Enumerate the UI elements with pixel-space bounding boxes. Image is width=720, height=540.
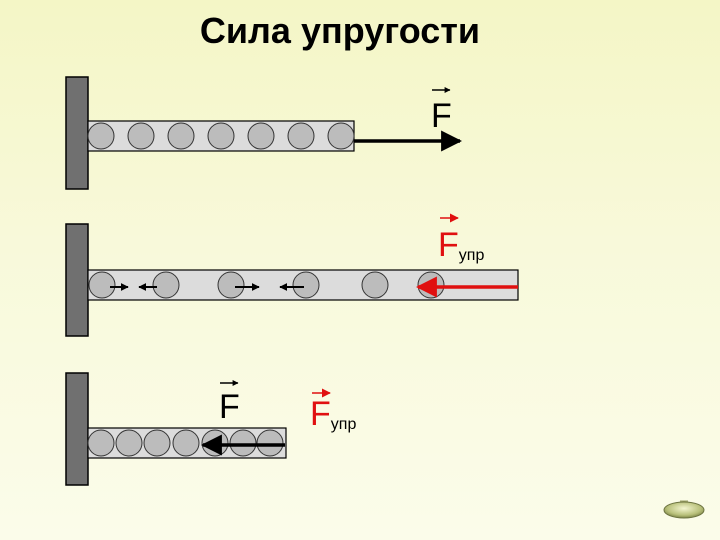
oval-nav-button[interactable] <box>662 498 706 520</box>
force-label: F <box>219 388 240 426</box>
scene-elastic-stretched: Fупр <box>65 213 519 337</box>
ball <box>115 429 143 457</box>
ball <box>361 271 389 299</box>
scene-compressed: F Fупр <box>65 372 356 486</box>
ball <box>201 429 229 457</box>
elastic-force-subscript: упр <box>459 247 485 264</box>
ball <box>217 271 245 299</box>
slide-title: Сила упругости <box>199 10 481 51</box>
ball-row <box>87 122 355 150</box>
wall <box>65 76 89 190</box>
ball <box>327 122 355 150</box>
elastic-force-letter: F <box>310 395 331 433</box>
ball-row <box>88 271 445 299</box>
scene-stretched-force: F <box>65 76 463 190</box>
elastic-force-label: Fупр <box>438 226 484 264</box>
ball <box>207 122 235 150</box>
elastic-force-letter: F <box>438 226 459 264</box>
ball <box>292 271 320 299</box>
ball <box>87 429 115 457</box>
elastic-force-subscript: упр <box>331 416 357 433</box>
ball <box>167 122 195 150</box>
ball <box>229 429 257 457</box>
ball <box>87 122 115 150</box>
ball <box>88 271 116 299</box>
ball <box>127 122 155 150</box>
wall <box>65 223 89 337</box>
ball <box>143 429 171 457</box>
ball-row <box>87 429 284 457</box>
ball <box>247 122 275 150</box>
elastic-force-label: Fупр <box>310 395 356 433</box>
force-label: F <box>431 97 452 135</box>
ball <box>152 271 180 299</box>
ball <box>256 429 284 457</box>
wall <box>65 372 89 486</box>
ball <box>172 429 200 457</box>
ball <box>287 122 315 150</box>
ball <box>417 271 445 299</box>
